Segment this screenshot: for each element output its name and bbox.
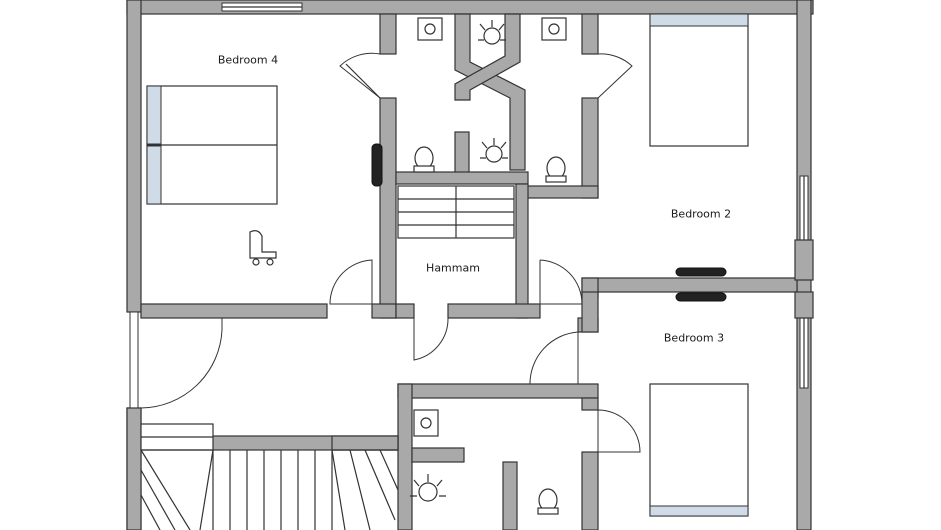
bed-bedroom-2 <box>649 13 749 147</box>
radiator-bedroom-4 <box>371 143 383 187</box>
bedroom-4-walls <box>140 13 397 319</box>
toilet-icon <box>413 146 435 173</box>
bath-fixtures <box>410 17 567 515</box>
shower-icon <box>410 474 446 502</box>
wall-lower-bath-left <box>397 383 413 530</box>
door-bedroom-3 <box>529 331 579 385</box>
lower-bathroom-walls <box>397 383 599 530</box>
desk-chair <box>249 230 277 266</box>
wall-bedroom-4-right <box>379 97 397 319</box>
hammam-walls <box>395 183 541 319</box>
pillow <box>649 13 749 27</box>
wall-lower-bath-divider <box>502 461 518 530</box>
wall-lower-bath-right <box>581 451 599 530</box>
room-label-bedroom-2: Bedroom 2 <box>670 207 732 221</box>
shower-icon <box>480 138 508 163</box>
bedroom-2-3-walls <box>577 239 814 333</box>
wall-lower-bath-shelf <box>411 447 465 463</box>
wall-hammam-bottom-left <box>395 303 415 319</box>
hammam-steps <box>397 185 515 239</box>
wall-bath-right <box>581 97 599 199</box>
opening-left <box>129 311 139 409</box>
door-main <box>140 317 223 409</box>
wall-bath-divider <box>454 131 470 179</box>
wall-bedroom-4-bottom <box>140 303 328 319</box>
door-bath-right <box>597 53 633 99</box>
toilet-icon <box>537 488 559 515</box>
wall-bedroom-2-3-divider <box>581 277 798 293</box>
wall-hammam-bottom-right <box>447 303 541 319</box>
wall-stub-hammam-left <box>371 303 397 319</box>
wall-bath-bottom <box>395 171 529 185</box>
wall-lower-bath-top <box>397 383 599 399</box>
pillow <box>649 505 749 517</box>
room-label-bedroom-3: Bedroom 3 <box>663 331 725 345</box>
door-lower-bath <box>597 409 641 453</box>
wall-bedroom-4-right-top <box>379 13 397 55</box>
room-label-hammam: Hammam <box>426 261 480 275</box>
door-bedroom-2 <box>539 259 583 305</box>
toilet-icon <box>545 156 567 183</box>
bed-bedroom-4 <box>146 85 278 205</box>
wall-diagonal-right <box>454 13 521 101</box>
outer-wall-left-upper <box>126 0 142 313</box>
wall-bath-right-top <box>581 13 599 55</box>
room-label-bedroom-4: Bedroom 4 <box>217 53 279 67</box>
wall-hammam-right <box>515 183 529 319</box>
bathroom-block-walls <box>395 13 599 199</box>
door-bath-left <box>339 52 381 99</box>
wall-bath-bottom-right <box>524 185 599 199</box>
shower-icon <box>478 20 506 45</box>
bed-bedroom-3 <box>649 383 749 517</box>
door-hammam <box>413 317 449 361</box>
staircase <box>126 407 399 530</box>
radiators <box>371 143 727 302</box>
radiator-bedroom-3 <box>675 292 727 302</box>
pillow <box>146 145 162 205</box>
radiator-bedroom-2 <box>675 267 727 277</box>
door-bedroom-4 <box>329 259 373 305</box>
windows <box>129 2 809 409</box>
pillow <box>146 85 162 145</box>
doors <box>140 52 641 453</box>
